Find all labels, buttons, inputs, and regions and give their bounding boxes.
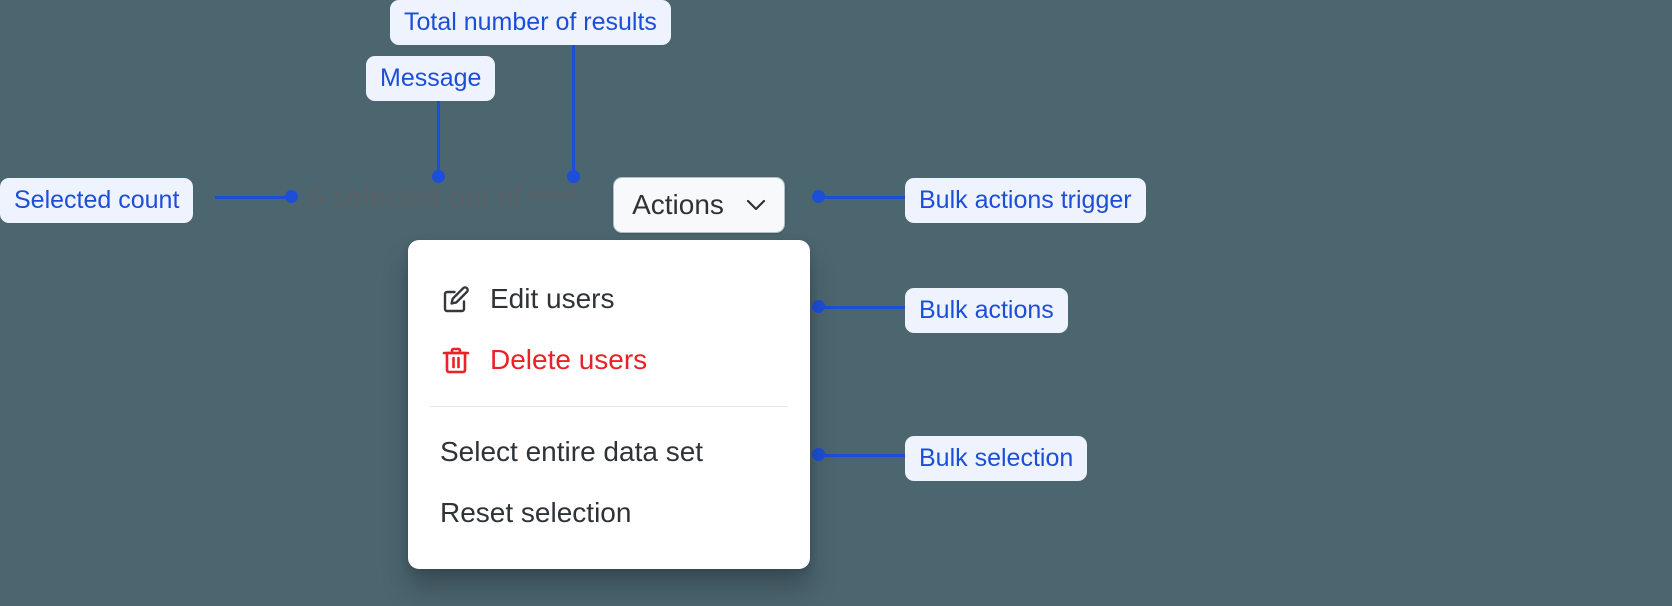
annotation-bulk-selection: Bulk selection <box>905 436 1088 481</box>
menu-item-label: Select entire data set <box>440 436 704 467</box>
menu-item-label: Reset selection <box>440 497 632 528</box>
pencil-square-icon <box>440 283 472 315</box>
bulk-actions-trigger-label: Actions <box>632 189 724 220</box>
selected-count-message: 6 selected out of ### <box>308 181 578 213</box>
connector-selected-count <box>215 196 293 199</box>
chevron-down-icon <box>746 199 766 211</box>
menu-divider <box>430 406 788 407</box>
bulk-actions-trigger-button[interactable]: Actions <box>613 177 785 233</box>
menu-item-label: Edit users <box>490 283 615 314</box>
trash-icon <box>440 344 472 376</box>
connector-dot-total-results <box>567 170 580 183</box>
annotation-message: Message <box>366 56 496 101</box>
menu-item-label: Delete users <box>490 344 648 375</box>
connector-message <box>437 95 440 178</box>
annotation-total-results: Total number of results <box>390 0 671 45</box>
connector-bulk-selection <box>818 454 910 457</box>
connector-total-results <box>572 41 575 178</box>
annotation-selected-count: Selected count <box>0 178 194 223</box>
annotation-bulk-actions: Bulk actions <box>905 288 1068 333</box>
menu-item-delete-users[interactable]: Delete users <box>408 329 810 390</box>
menu-item-reset-selection[interactable]: Reset selection <box>408 482 810 543</box>
connector-dot-message <box>432 170 445 183</box>
bulk-actions-menu: Edit users Delete users Select entire da… <box>408 240 810 569</box>
connector-bulk-actions-trigger <box>818 196 910 199</box>
connector-dot-bulk-actions-trigger <box>812 190 825 203</box>
connector-dot-bulk-actions <box>812 300 825 313</box>
annotation-bulk-actions-trigger: Bulk actions trigger <box>905 178 1146 223</box>
menu-item-edit-users[interactable]: Edit users <box>408 268 810 329</box>
connector-dot-selected-count <box>285 190 298 203</box>
connector-dot-bulk-selection <box>812 448 825 461</box>
menu-item-select-entire-data-set[interactable]: Select entire data set <box>408 421 810 482</box>
connector-bulk-actions <box>818 306 910 309</box>
